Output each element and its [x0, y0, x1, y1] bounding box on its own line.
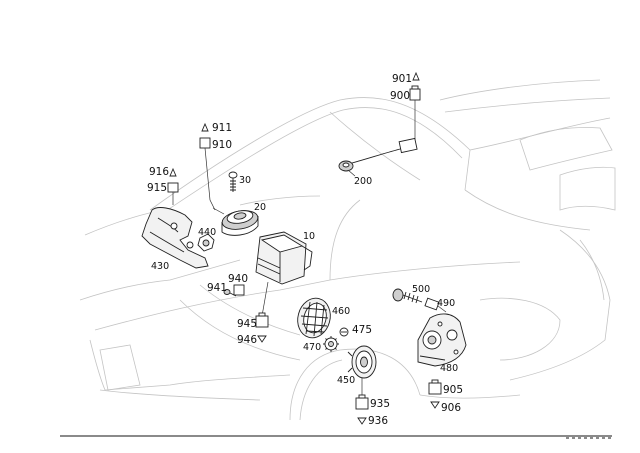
part-440-nut: [197, 233, 215, 252]
part-480-bracket: [417, 313, 467, 367]
callout-440: 440: [198, 227, 216, 238]
callout-945: 945: [237, 318, 257, 330]
callout-946: 946: [237, 334, 257, 346]
part-936-cap: [357, 417, 367, 425]
vehicle-body-outline: [79, 79, 616, 421]
callout-900: 900: [390, 90, 410, 102]
part-911-cap: [201, 122, 209, 132]
callout-941: 941: [207, 282, 227, 294]
callout-20: 20: [254, 202, 266, 213]
part-946-cap: [257, 335, 267, 343]
part-30-screw: [228, 171, 238, 192]
callout-935: 935: [370, 398, 390, 410]
callout-916: 916: [149, 166, 169, 178]
part-906-cap: [430, 401, 440, 409]
part-916-cap: [169, 167, 177, 177]
part-910-connector: [199, 137, 216, 211]
callout-10: 10: [303, 231, 315, 242]
part-450-speaker: [347, 345, 377, 396]
part-200-sensor-cable: [338, 100, 418, 177]
callout-430: 430: [151, 261, 169, 272]
part-900-connector: [409, 85, 421, 101]
callout-labels: 901 900 911 910 916 915 30 20 200 440 10…: [147, 73, 463, 427]
callout-500: 500: [412, 284, 430, 295]
callout-905: 905: [443, 384, 463, 396]
callout-450: 450: [337, 375, 355, 386]
part-915-clip: [167, 182, 179, 205]
callout-915: 915: [147, 182, 167, 194]
part-901-cap: [412, 71, 420, 81]
callout-911: 911: [212, 122, 232, 134]
part-941-screw: [223, 289, 237, 297]
callout-30: 30: [239, 175, 251, 186]
part-905-connector: [428, 379, 442, 395]
callout-475: 475: [352, 324, 372, 336]
part-500-bolt: [392, 288, 423, 304]
part-490-connector: [424, 297, 447, 313]
part-460-speaker-grille: [297, 297, 331, 339]
callout-460: 460: [332, 306, 350, 317]
part-470-gear: [323, 336, 339, 352]
callout-470: 470: [303, 342, 321, 353]
part-945-connector: [255, 312, 269, 328]
callout-200: 200: [354, 176, 372, 187]
part-940-clip: [233, 284, 245, 296]
callout-936: 936: [368, 415, 388, 427]
callout-490: 490: [437, 298, 455, 309]
part-20-speaker: [212, 207, 259, 236]
callout-906: 906: [441, 402, 461, 414]
part-475-screw: [339, 327, 349, 337]
bottom-rule: [60, 435, 612, 439]
callout-910: 910: [212, 139, 232, 151]
part-935-connector: [355, 394, 369, 410]
part-430-bracket: [141, 207, 209, 269]
callout-940: 940: [228, 273, 248, 285]
callout-901: 901: [392, 73, 412, 85]
callout-480: 480: [440, 363, 458, 374]
part-10-control-module: [255, 231, 313, 317]
